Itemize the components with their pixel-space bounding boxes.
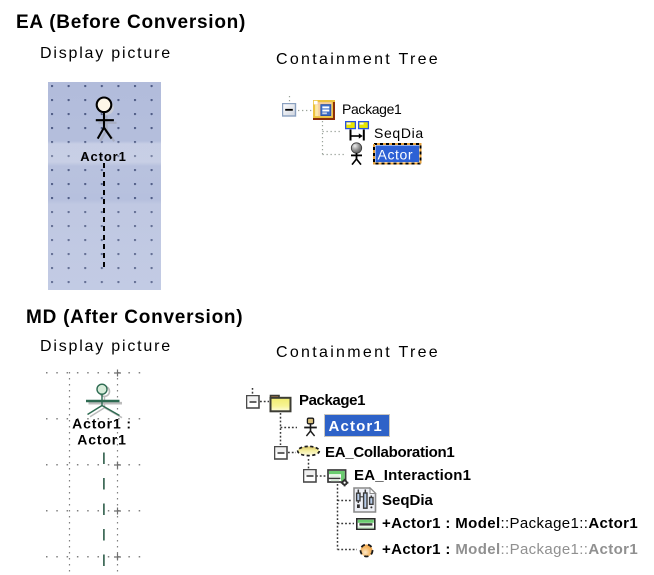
svg-text:Actor1 :: Actor1 : (72, 416, 132, 432)
svg-text:Actor1: Actor1 (77, 432, 126, 448)
svg-text:Actor: Actor (378, 147, 414, 163)
svg-text:Actor1: Actor1 (80, 149, 126, 164)
